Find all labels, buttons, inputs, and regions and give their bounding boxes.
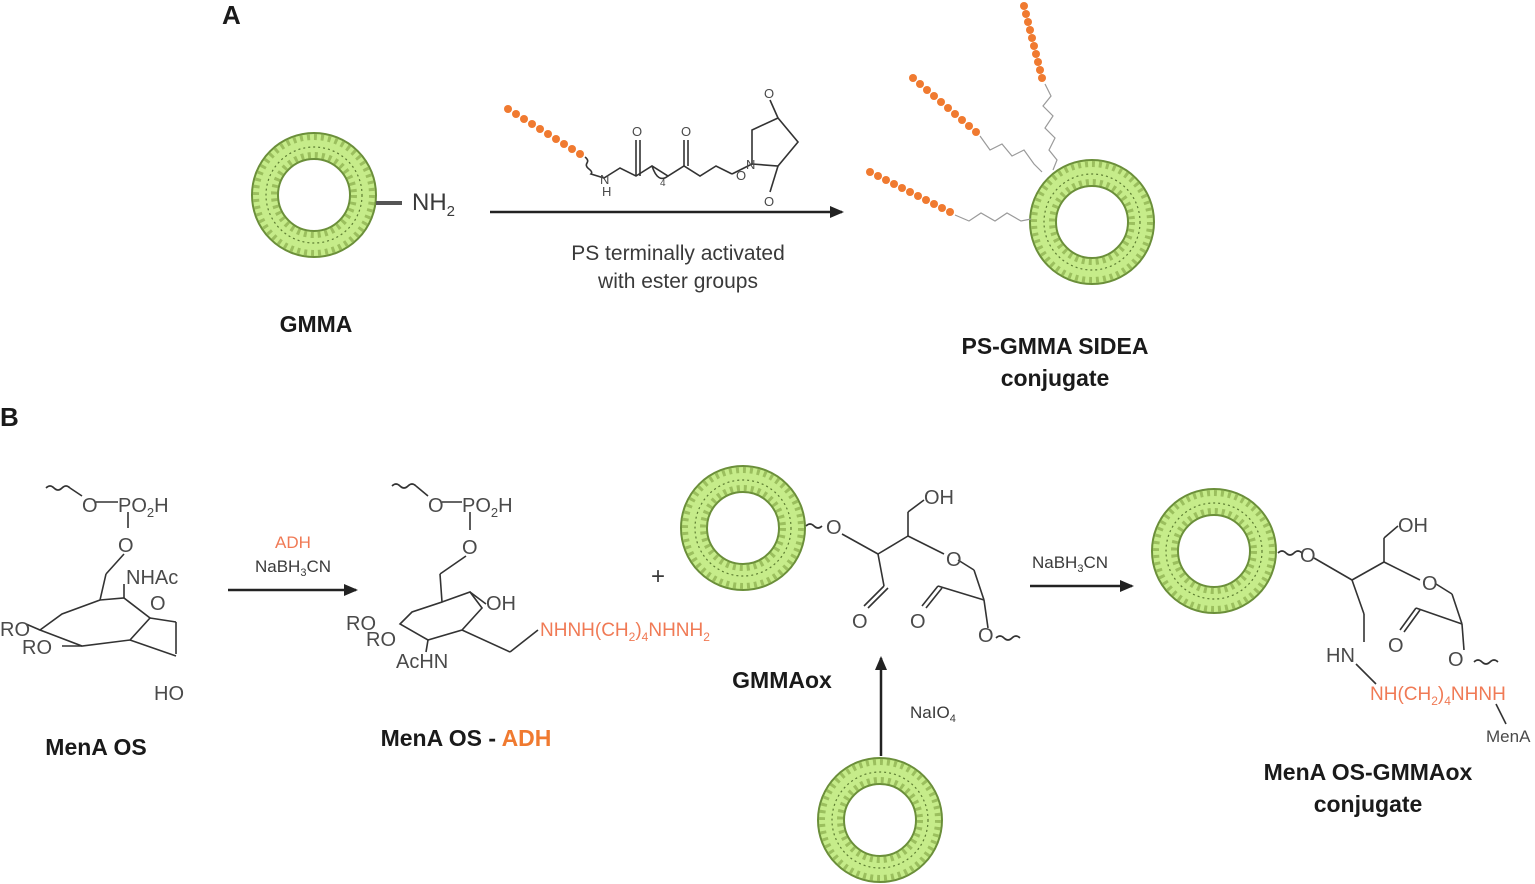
panel-a-label: A <box>222 0 241 30</box>
gmmaox-o-bottom: O <box>978 625 994 647</box>
mena-ro-1: RO <box>0 619 30 641</box>
product-hn: HN <box>1326 645 1355 667</box>
adh-ro-1: RO <box>346 613 376 635</box>
arrow-caption-line1: PS terminally activated <box>571 242 785 265</box>
mena-os-label: MenA OS <box>45 734 146 760</box>
step2-reagent: NaBH3CN <box>1032 553 1108 575</box>
atom-o-4: O <box>764 86 774 101</box>
mena-o-top: O <box>82 495 98 517</box>
adh-achn: AcHN <box>396 651 448 673</box>
mena-adh-structure <box>391 483 539 653</box>
gmmaox-ald-1: O <box>852 611 868 633</box>
product-chain: NH(CH2)4NHNH <box>1370 684 1506 708</box>
mena-po2h: PO2H <box>118 495 169 520</box>
atom-o-1: O <box>632 124 642 139</box>
atom-n-2: N <box>746 157 755 172</box>
gmmaox-ring-o: O <box>946 549 962 571</box>
gmma-vesicle <box>252 133 376 257</box>
nhs-ester-linker <box>584 99 800 193</box>
subscript-4: 4 <box>660 178 666 189</box>
gmmaox-oh: OH <box>924 487 954 509</box>
gmmaox-vesicle <box>681 466 805 590</box>
atom-n-1: N <box>600 172 609 187</box>
atom-o-2: O <box>681 124 691 139</box>
mena-o-mid: O <box>118 535 134 557</box>
product-mena: MenA <box>1486 727 1531 746</box>
atom-h-1: H <box>602 184 611 199</box>
mena-os-structure <box>25 485 177 657</box>
oxidation-reagent: NaIO4 <box>910 703 956 725</box>
conjugated-chains <box>866 2 1046 216</box>
adh-oh: OH <box>486 593 516 615</box>
product-o-link: O <box>1300 545 1316 567</box>
gmmaox-ald-2: O <box>910 611 926 633</box>
unoxidized-gmma-vesicle <box>818 758 942 882</box>
gmmaox-o-link: O <box>826 517 842 539</box>
step1-reagent-nabh3cn: NaBH3CN <box>255 557 331 579</box>
mena-adh-label: MenA OS - ADH <box>381 725 552 751</box>
product-a-line2: conjugate <box>1001 365 1110 391</box>
adh-hydrazide-chain: NHNH(CH2)4NHNH2 <box>540 620 710 644</box>
atom-o-5: O <box>764 194 774 209</box>
product-structure <box>1277 525 1507 725</box>
product-label-line2: conjugate <box>1314 791 1423 817</box>
polysaccharide-chain <box>504 105 584 158</box>
gmma-label: GMMA <box>280 311 353 337</box>
product-label-line1: MenA OS-GMMAox <box>1264 759 1473 785</box>
product-ring-o: O <box>1422 573 1438 595</box>
mena-nhac: NHAc <box>126 567 178 589</box>
product-ald: O <box>1388 635 1404 657</box>
mena-ho: HO <box>154 683 184 705</box>
arrow-caption-line2: with ester groups <box>597 270 758 293</box>
adh-o-mid: O <box>462 537 478 559</box>
adh-po2h: PO2H <box>462 495 513 520</box>
product-a-line1: PS-GMMA SIDEA <box>962 333 1149 359</box>
plus-sign: + <box>651 563 665 590</box>
product-oh: OH <box>1398 515 1428 537</box>
adh-ro-2: RO <box>366 629 396 651</box>
gmmaox-label: GMMAox <box>732 667 832 693</box>
product-vesicle <box>1152 489 1276 613</box>
mena-ring-o: O <box>150 593 166 615</box>
panel-b-label: B <box>0 402 19 432</box>
conjugate-linkers <box>954 83 1058 222</box>
adh-o-top: O <box>428 495 444 517</box>
conjugate-vesicle <box>1030 160 1154 284</box>
amine-group: NH2 <box>412 189 455 220</box>
atom-o-3: O <box>736 168 746 183</box>
product-o-bottom: O <box>1448 649 1464 671</box>
gmmaox-structure <box>805 499 1021 641</box>
step1-reagent-adh: ADH <box>275 533 311 552</box>
mena-ro-2: RO <box>22 637 52 659</box>
